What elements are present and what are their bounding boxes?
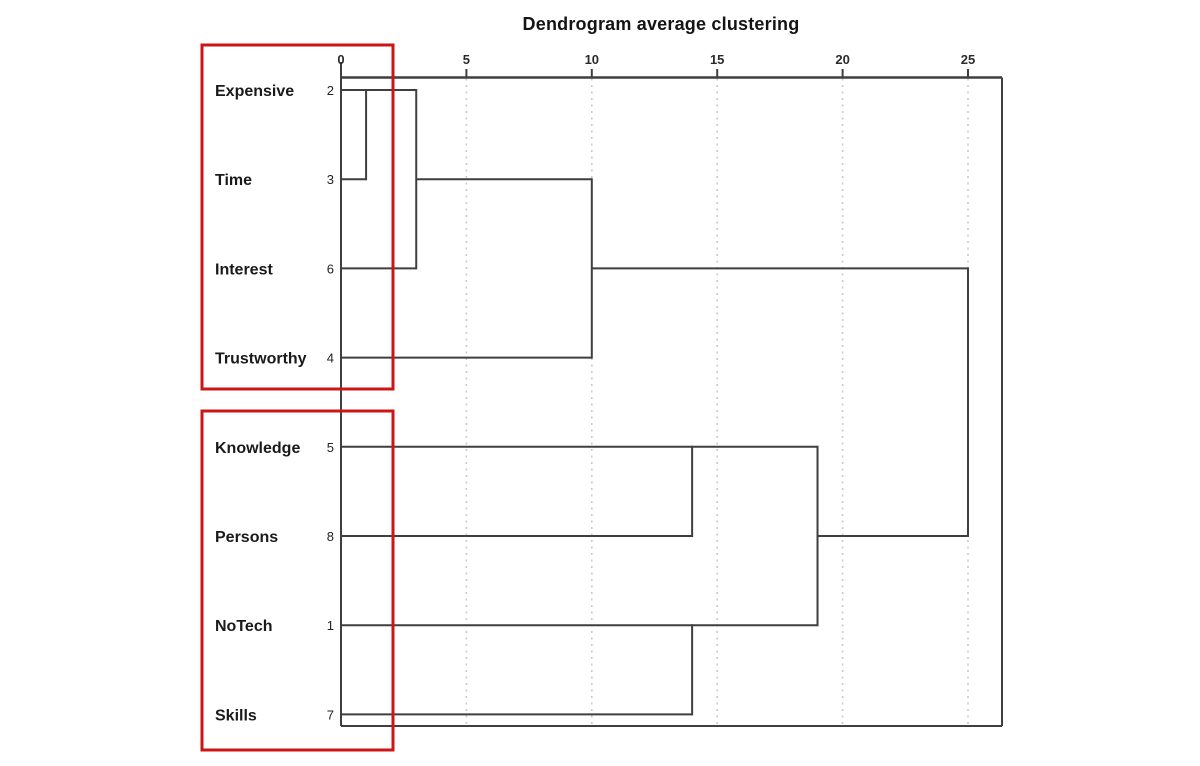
tick-label: 20 xyxy=(835,52,849,67)
leaf-label: Knowledge xyxy=(215,440,300,457)
leaf-label: NoTech xyxy=(215,618,272,635)
leaf-number: 3 xyxy=(327,172,334,187)
tick-label: 25 xyxy=(961,52,975,67)
leaf-number: 2 xyxy=(327,83,334,98)
chart-title: Dendrogram average clustering xyxy=(522,14,800,34)
leaf-label: Time xyxy=(215,172,252,189)
tick-label: 15 xyxy=(710,52,724,67)
leaf-label: Trustworthy xyxy=(215,351,307,368)
leaf-label: Interest xyxy=(215,261,273,278)
leaf-number: 4 xyxy=(327,351,334,366)
leaf-number: 7 xyxy=(327,707,334,722)
tick-label: 0 xyxy=(337,52,344,67)
leaf-number: 5 xyxy=(327,440,334,455)
highlight-box xyxy=(200,409,395,752)
leaf-label: Expensive xyxy=(215,83,294,100)
tick-label: 10 xyxy=(585,52,599,67)
leaf-label: Skills xyxy=(215,707,257,724)
leaf-number: 1 xyxy=(327,618,334,633)
leaf-number: 6 xyxy=(327,261,334,276)
leaf-number: 8 xyxy=(327,529,334,544)
leaf-label: Persons xyxy=(215,529,278,546)
highlight-box xyxy=(200,43,395,391)
tick-label: 5 xyxy=(463,52,470,67)
